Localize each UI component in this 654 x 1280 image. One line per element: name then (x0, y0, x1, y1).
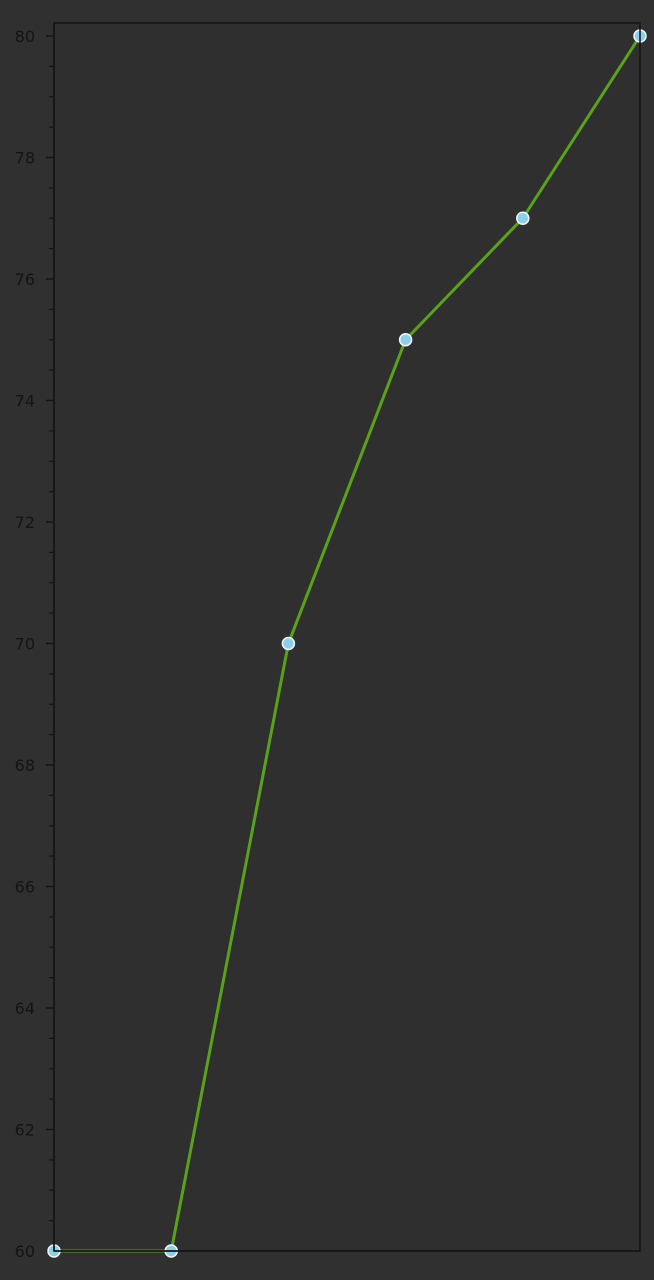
y-tick-label: 68 (15, 756, 35, 775)
plot-area (54, 23, 640, 1251)
y-tick-label: 70 (15, 635, 35, 654)
data-point (516, 211, 530, 225)
y-tick-label: 74 (15, 392, 35, 411)
y-axis-ticks: 60 62 64 66 68 70 72 74 76 78 80 (15, 27, 54, 1261)
data-point (281, 636, 296, 651)
y-tick-label: 60 (15, 1242, 35, 1261)
data-point (398, 333, 413, 347)
y-tick-label: 72 (15, 513, 35, 532)
y-tick-label: 64 (15, 999, 35, 1018)
y-tick-label: 76 (15, 270, 35, 289)
y-tick-label: 66 (15, 878, 35, 897)
y-tick-label: 80 (15, 27, 35, 46)
y-tick-label: 78 (15, 149, 35, 168)
y-tick-label: 62 (15, 1121, 35, 1140)
